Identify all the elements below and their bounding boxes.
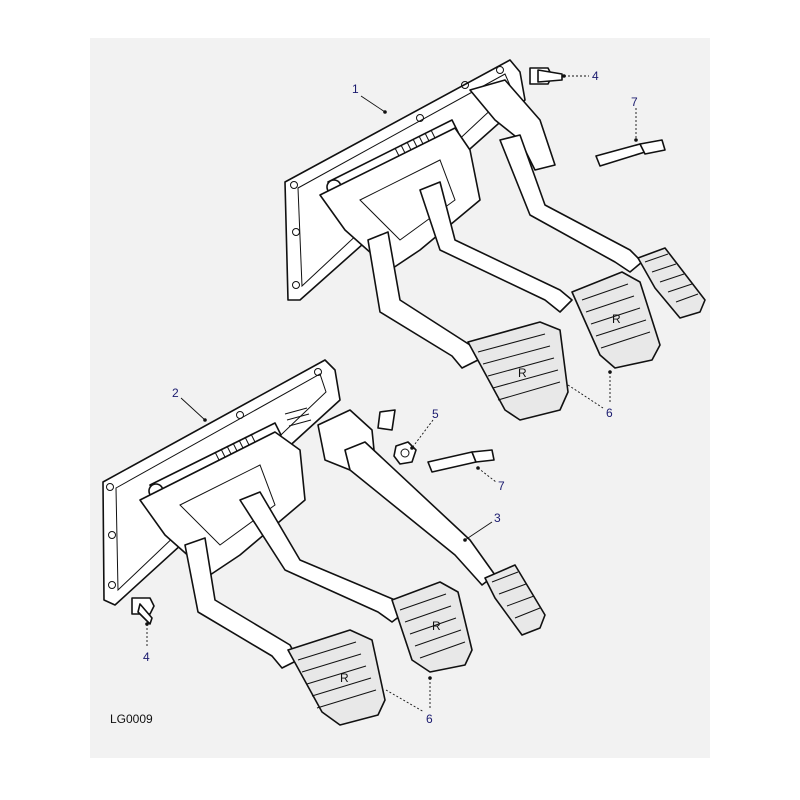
lower-pedal-pad-left: R	[287, 629, 386, 726]
upper-pedal-pad-left: R	[467, 321, 569, 421]
upper-pedal-pad-right	[637, 247, 706, 319]
upper-switch-bracket	[469, 79, 556, 171]
return-springs	[284, 407, 312, 427]
callout-7-lower: 7	[498, 479, 505, 493]
switch-lower	[427, 449, 495, 473]
lower-pedal-pad-right: R	[391, 581, 473, 673]
callout-4-upper: 4	[592, 69, 599, 83]
lower-pedal-box-assembly: R R	[102, 359, 546, 726]
lower-clutch-arm	[239, 491, 406, 623]
nut	[393, 441, 417, 465]
upper-brake-arm-middle	[419, 181, 573, 313]
callout-4-lower: 4	[143, 650, 150, 664]
bolt-lower	[131, 597, 155, 625]
callout-6-lower: 6	[426, 712, 433, 726]
pad-emblem-2: R	[612, 312, 621, 326]
pad-emblem-4: R	[432, 619, 441, 633]
callout-2: 2	[172, 386, 179, 400]
upper-pedal-pad-middle: R	[571, 271, 661, 369]
callout-7-upper: 7	[631, 95, 638, 109]
pad-emblem-1: R	[518, 366, 527, 380]
callout-1: 1	[352, 82, 359, 96]
callout-5: 5	[432, 407, 439, 421]
figure-code: LG0009	[110, 712, 153, 726]
callout-6-upper: 6	[606, 406, 613, 420]
separate-accelerator-pedal	[317, 409, 546, 636]
callout-3: 3	[494, 511, 501, 525]
switch-upper	[595, 139, 666, 167]
callouts: 1 2 3 4 4 5 6	[143, 69, 638, 726]
bolt-upper	[529, 67, 563, 85]
upper-pedal-box-assembly: R R	[284, 59, 706, 421]
pad-emblem-3: R	[340, 671, 349, 685]
